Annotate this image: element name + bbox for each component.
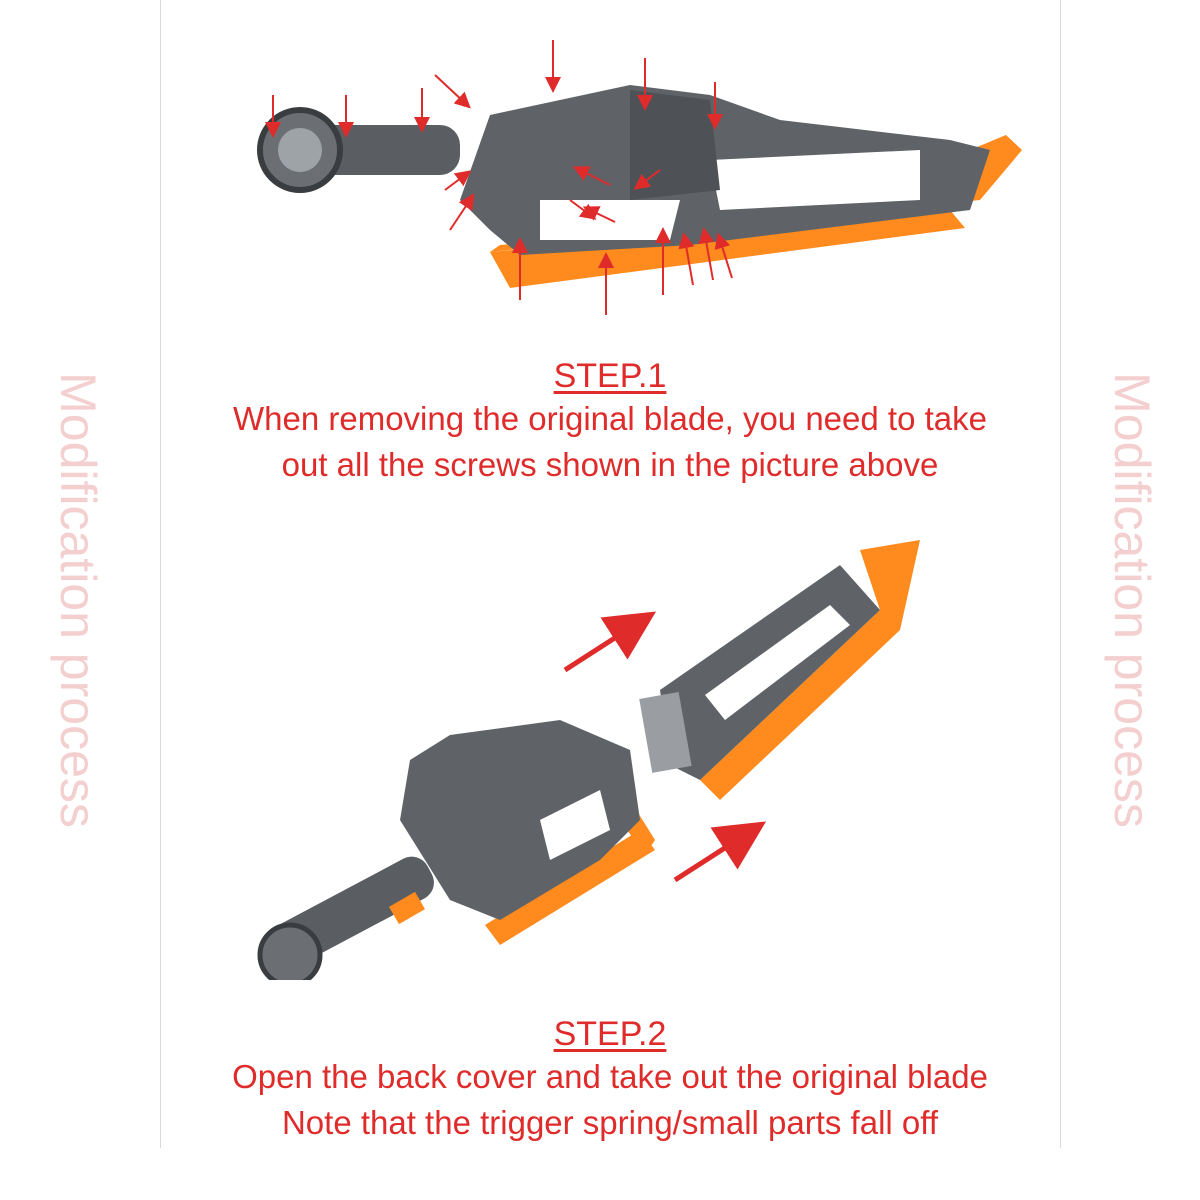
weapon-illustration-step1 [257,40,1022,315]
step1-line-2: out all the screws shown in the picture … [281,446,939,483]
step2-block: STEP.2 Open the back cover and take out … [160,1014,1060,1146]
screw-arrow-icon [434,74,471,109]
screw-arrow-icon [582,206,616,223]
orange-trigger [389,891,425,925]
screw-arrow-icon [633,169,661,190]
orange-blade-piece [700,540,920,800]
step2-line-2: Note that the trigger spring/small parts… [281,1104,939,1141]
step2-title: STEP.2 [553,1015,667,1053]
screw-arrows [265,40,733,315]
detached-blade [639,540,920,800]
right-frame-line [1060,0,1061,1148]
pommel-2 [257,922,323,980]
screw-arrow-icon [444,170,472,191]
side-label-right: Modification process [1104,372,1160,828]
step1-line-1: When removing the original blade, you ne… [233,400,987,437]
weapon-illustration-step2 [257,540,920,980]
blade-cutout [705,605,850,720]
screw-arrow-icon [698,227,715,281]
body-cutout-2 [540,790,610,860]
step2-line-1: Open the back cover and take out the ori… [232,1058,988,1095]
blade-connector [639,692,692,773]
screw-arrow-icon [714,232,733,279]
direction-arrow-icon [563,611,657,673]
screw-arrow-icon [678,232,695,286]
screw-arrow-icon [572,166,611,186]
grey-main-body [400,720,640,920]
orange-lower-blade [485,830,655,945]
screw-arrow-icon [449,193,475,231]
step1-block: STEP.1 When removing the original blade,… [160,356,1060,488]
body-detail [630,90,720,200]
step1-title: STEP.1 [553,357,667,395]
main-body [257,720,655,980]
direction-arrow-icon [673,821,767,883]
pommel-inner [278,128,322,172]
side-label-left: Modification process [50,372,106,828]
left-frame-line [160,0,161,1148]
body-cutout [710,150,920,210]
